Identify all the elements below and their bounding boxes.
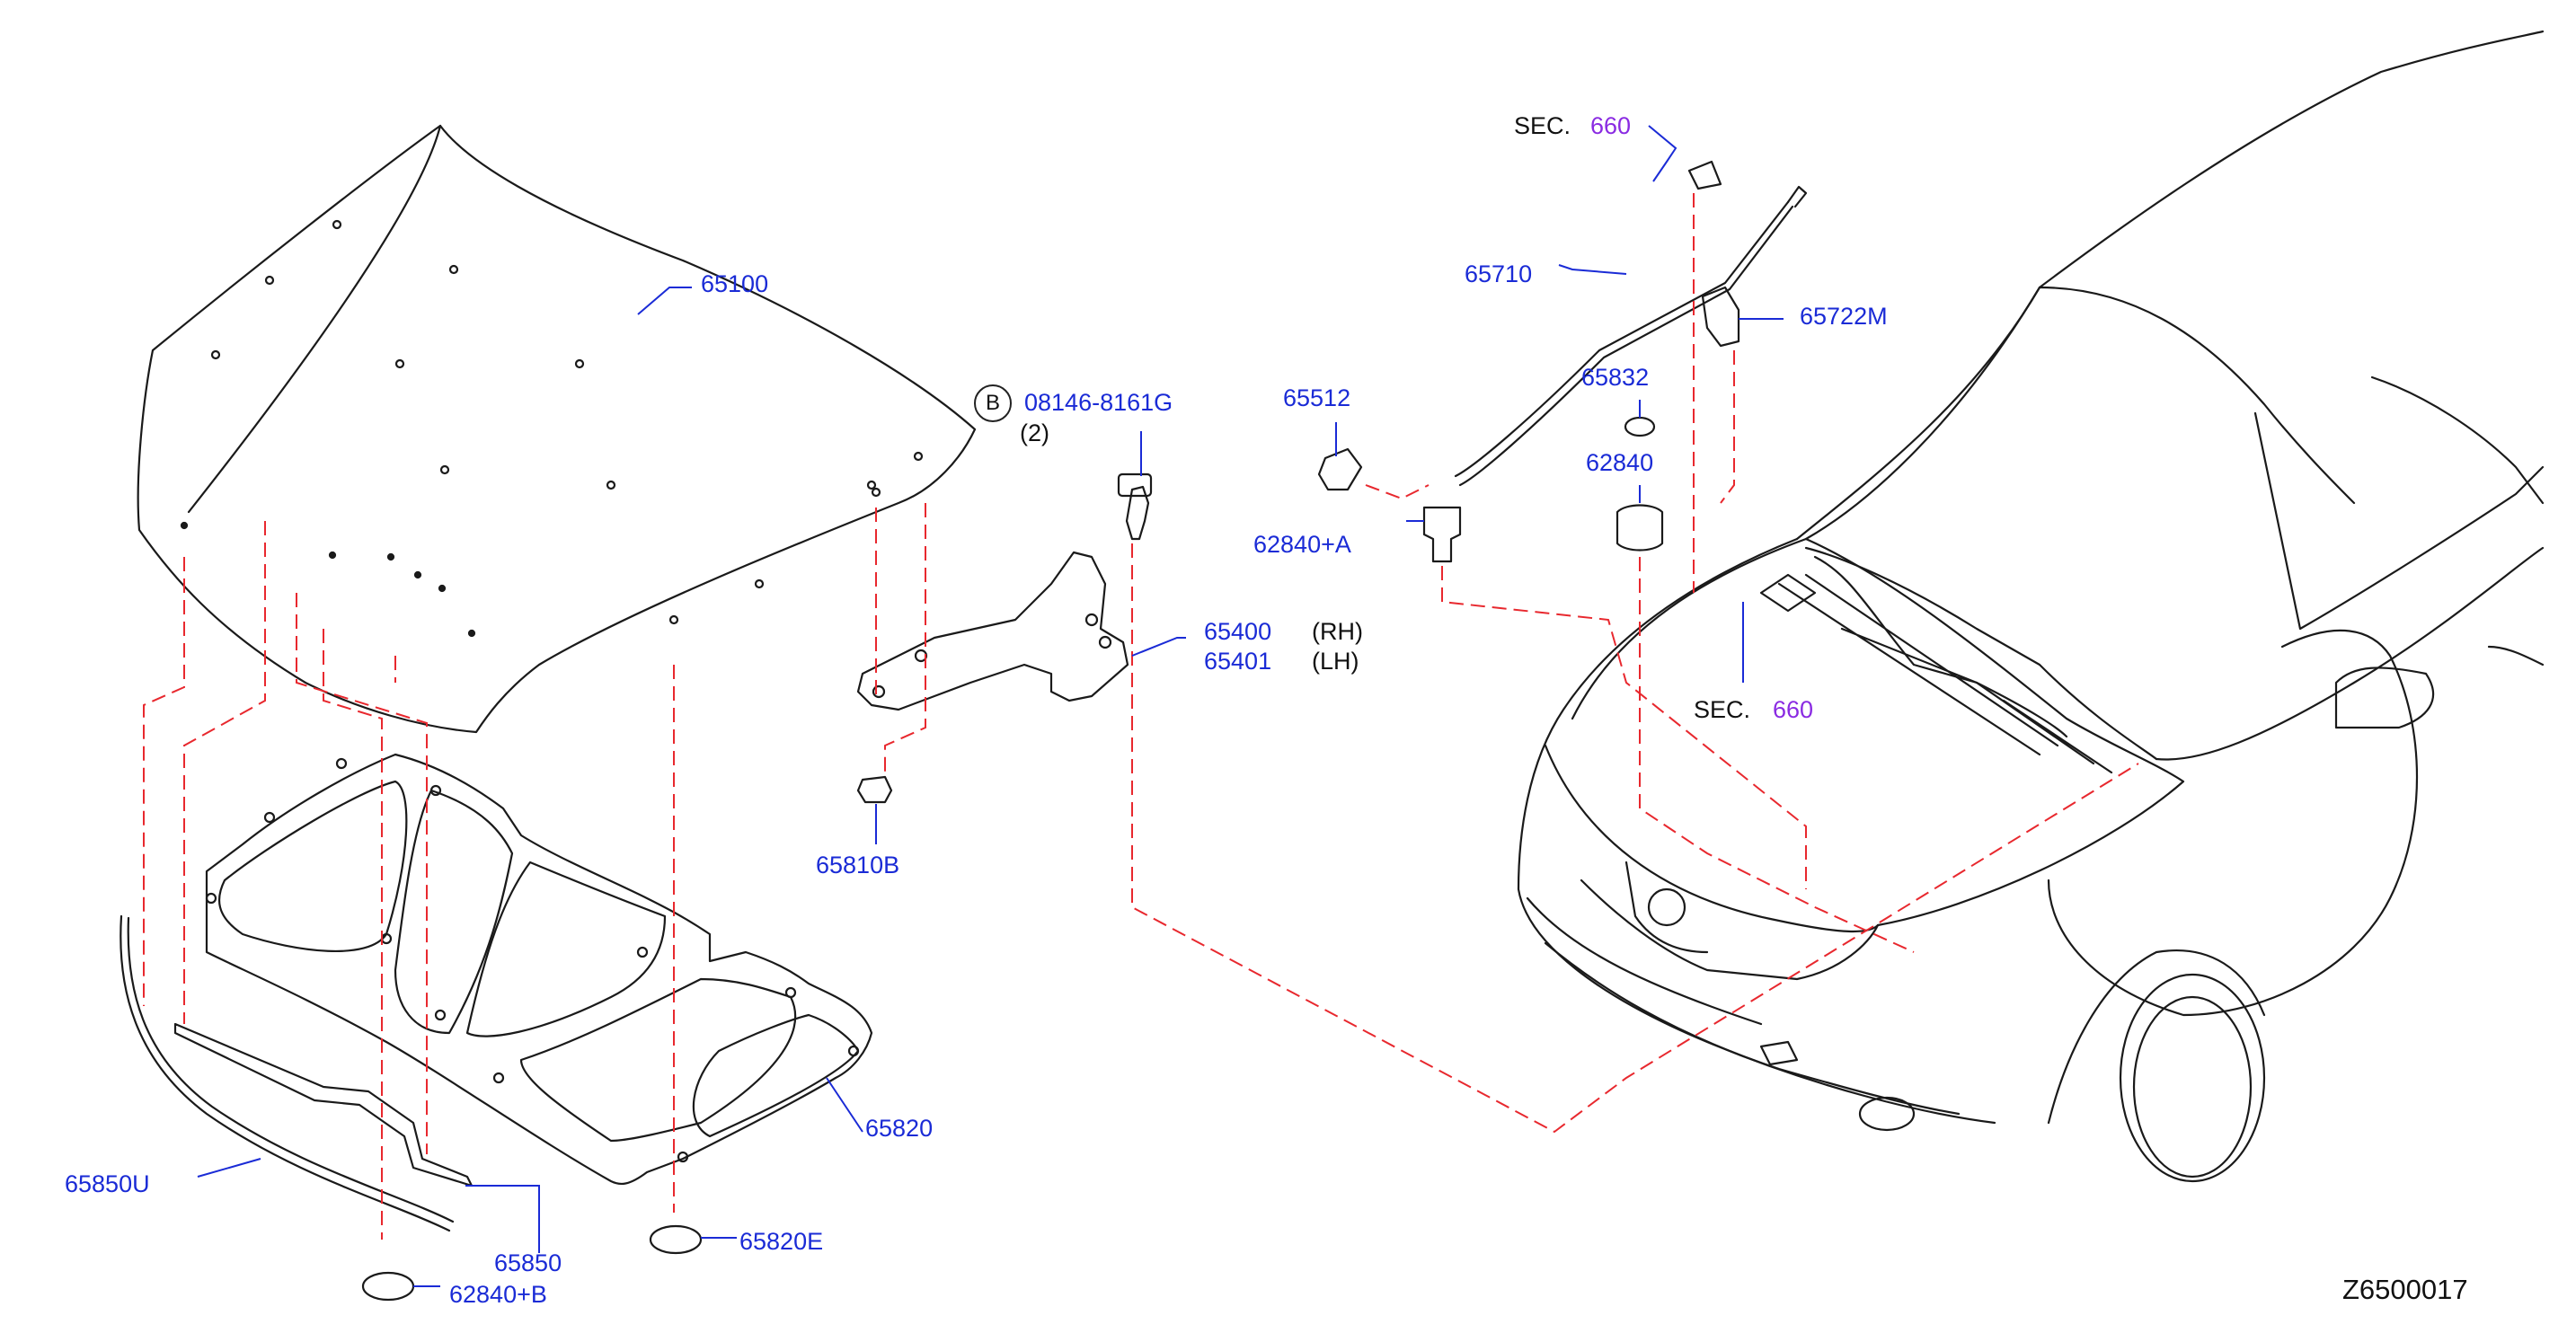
label-clip-a: 62840+A <box>1253 531 1351 558</box>
label-sec-mid-num: 660 <box>1773 696 1814 723</box>
hood-panel <box>137 124 977 734</box>
label-clip-b: 62840+B <box>449 1281 547 1308</box>
label-bolt: 08146-8161G <box>1024 389 1173 416</box>
label-sec-top: SEC. <box>1514 112 1571 139</box>
diagram-id: Z6500017 <box>2342 1274 2468 1305</box>
callout-b-symbol: B <box>974 384 1012 422</box>
clip-62840a <box>1422 506 1462 563</box>
clip-65820e <box>649 1224 703 1255</box>
label-leaders <box>197 125 1784 1287</box>
label-insulator: 65820 <box>865 1115 934 1142</box>
label-seal-dot: 65832 <box>1581 364 1650 391</box>
label-bumper: 62840 <box>1586 449 1654 476</box>
label-hinge-rh: 65400 <box>1204 618 1272 645</box>
label-hood: 65100 <box>701 270 769 297</box>
label-sec-top-num: 660 <box>1590 112 1632 139</box>
label-bolt-qty: (2) <box>1020 419 1049 446</box>
label-hinge-lh: 65401 <box>1204 648 1272 675</box>
label-seal-u: 65850U <box>65 1170 150 1197</box>
label-clip-m: 65722M <box>1800 303 1888 330</box>
clip-65722m <box>1701 286 1740 348</box>
hood-insulator <box>205 753 873 1186</box>
label-seal: 65850 <box>494 1249 562 1276</box>
clip-sec-660 <box>1687 160 1722 190</box>
vehicle-body <box>1517 30 2545 1183</box>
label-hinge-rh-side: (RH) <box>1312 618 1363 645</box>
label-stay-rod: 65710 <box>1465 260 1533 287</box>
label-sec-mid: SEC. <box>1694 696 1751 723</box>
label-hinge-lh-side: (LH) <box>1312 648 1359 675</box>
label-nut: 65810B <box>816 852 900 878</box>
hood-hinge <box>856 472 1153 711</box>
clip-62840b <box>361 1271 415 1302</box>
bumper-62840 <box>1616 504 1664 552</box>
label-stay-holder: 65512 <box>1283 384 1351 411</box>
hood-seals <box>120 914 474 1232</box>
stay-rod-holder <box>1317 447 1363 491</box>
seal-65832 <box>1624 416 1656 437</box>
label-clip-e: 65820E <box>739 1228 824 1255</box>
dashed-leaders <box>143 193 2139 1240</box>
hinge-nut <box>856 775 893 804</box>
hood-stay-rod <box>1454 185 1808 487</box>
